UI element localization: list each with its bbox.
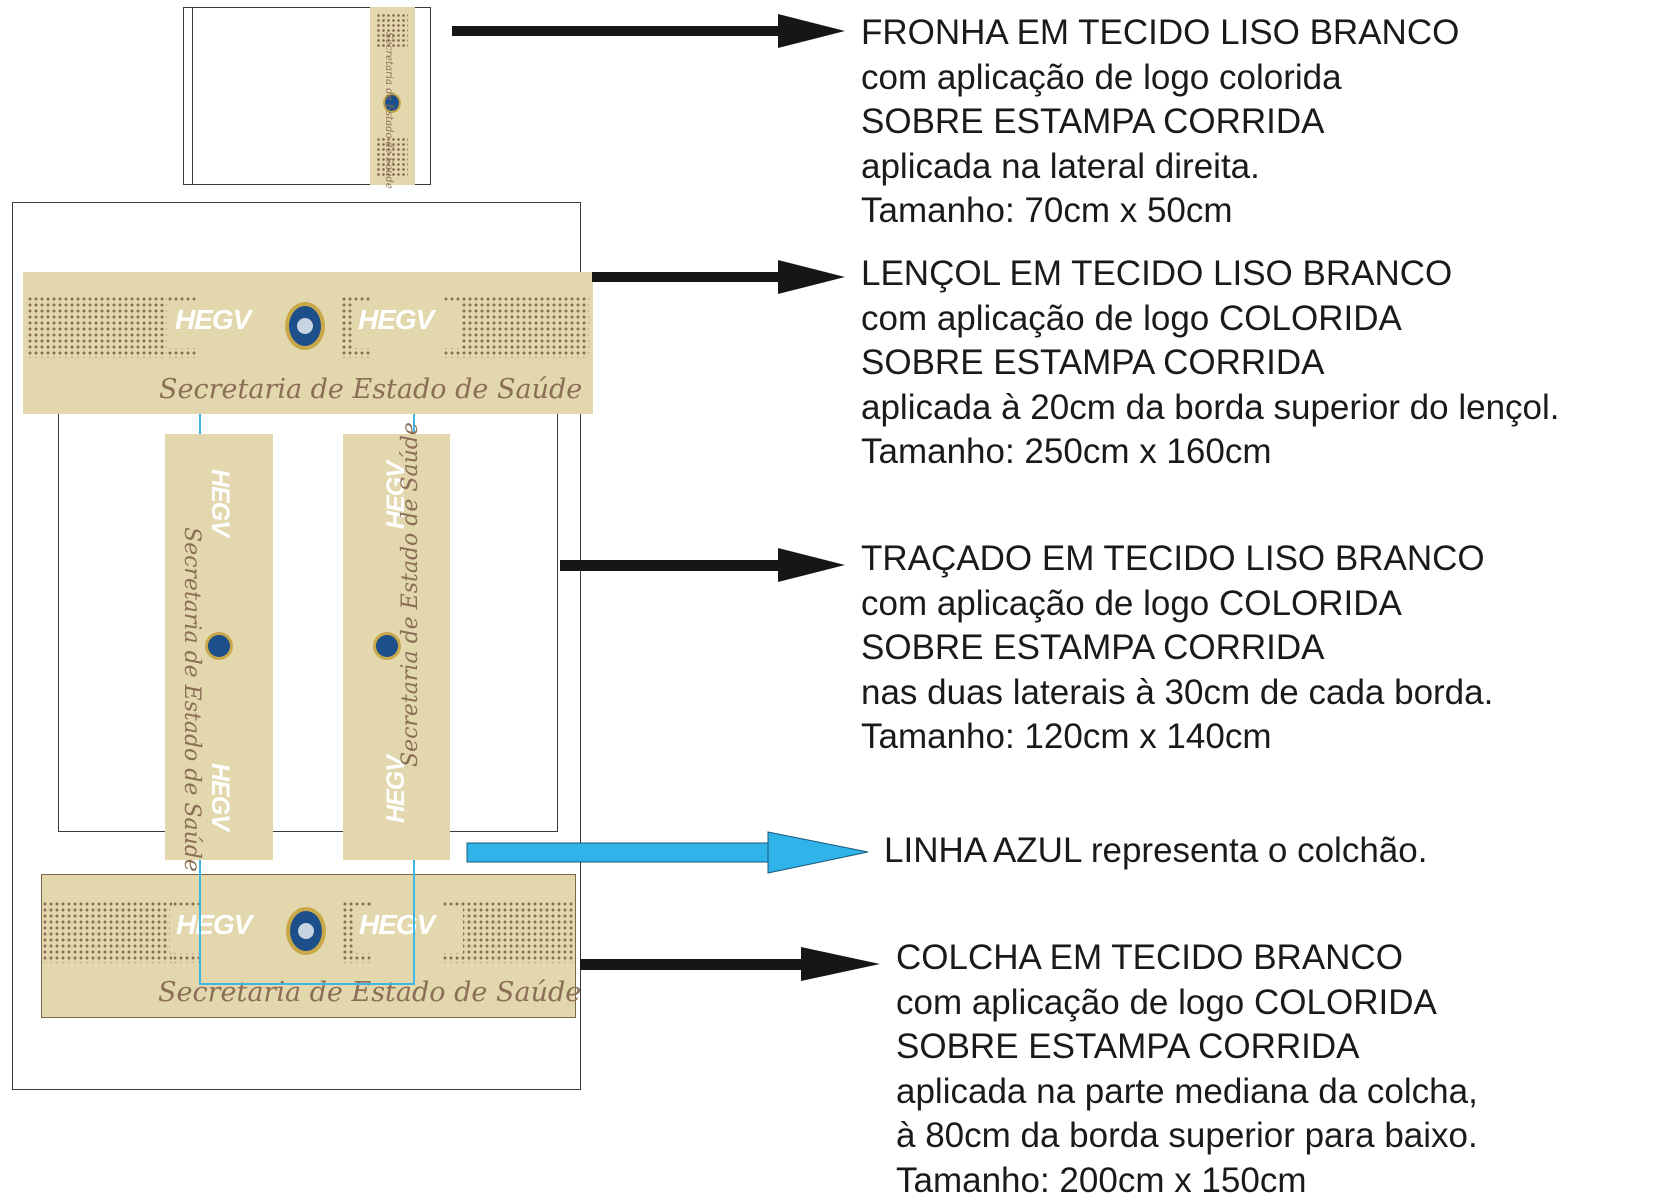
desc-line: com aplicação de logo colorida <box>861 56 1459 101</box>
tracado-description: TRAÇADO EM TECIDO LISO BRANCO com aplica… <box>861 537 1493 760</box>
arrow-colchao <box>467 832 868 873</box>
desc-line: nas duas laterais à 30cm de cada borda. <box>861 671 1493 716</box>
mattress-note: LINHA AZUL representa o colchão. <box>884 829 1427 873</box>
arrow-colcha <box>580 947 880 981</box>
desc-line: LENÇOL EM TECIDO LISO BRANCO <box>861 252 1560 297</box>
desc-line: aplicada na parte mediana da colcha, <box>896 1070 1478 1115</box>
desc-line: aplicada na lateral direita. <box>861 145 1459 190</box>
desc-line: Tamanho: 200cm x 150cm <box>896 1159 1478 1203</box>
desc-line: com aplicação de logo COLORIDA <box>896 981 1478 1026</box>
desc-line: SOBRE ESTAMPA CORRIDA <box>861 100 1459 145</box>
desc-line: à 80cm da borda superior para baixo. <box>896 1114 1478 1159</box>
desc-line: FRONHA EM TECIDO LISO BRANCO <box>861 11 1459 56</box>
desc-line: COLCHA EM TECIDO BRANCO <box>896 936 1478 981</box>
arrow-tracado <box>560 548 845 582</box>
lencol-description: LENÇOL EM TECIDO LISO BRANCO com aplicaç… <box>861 252 1560 475</box>
desc-line: aplicada à 20cm da borda superior do len… <box>861 386 1560 431</box>
desc-line: TRAÇADO EM TECIDO LISO BRANCO <box>861 537 1493 582</box>
desc-line: SOBRE ESTAMPA CORRIDA <box>861 626 1493 671</box>
desc-line: com aplicação de logo COLORIDA <box>861 582 1493 627</box>
arrow-fronha <box>452 14 845 48</box>
desc-line: com aplicação de logo COLORIDA <box>861 297 1560 342</box>
desc-line: Tamanho: 120cm x 140cm <box>861 715 1493 760</box>
arrow-lencol <box>592 260 845 294</box>
colcha-description: COLCHA EM TECIDO BRANCO com aplicação de… <box>896 936 1478 1203</box>
desc-line: Tamanho: 250cm x 160cm <box>861 430 1560 475</box>
desc-line: Tamanho: 70cm x 50cm <box>861 189 1459 234</box>
desc-line: SOBRE ESTAMPA CORRIDA <box>896 1025 1478 1070</box>
fronha-description: FRONHA EM TECIDO LISO BRANCO com aplicaç… <box>861 11 1459 234</box>
desc-line: SOBRE ESTAMPA CORRIDA <box>861 341 1560 386</box>
